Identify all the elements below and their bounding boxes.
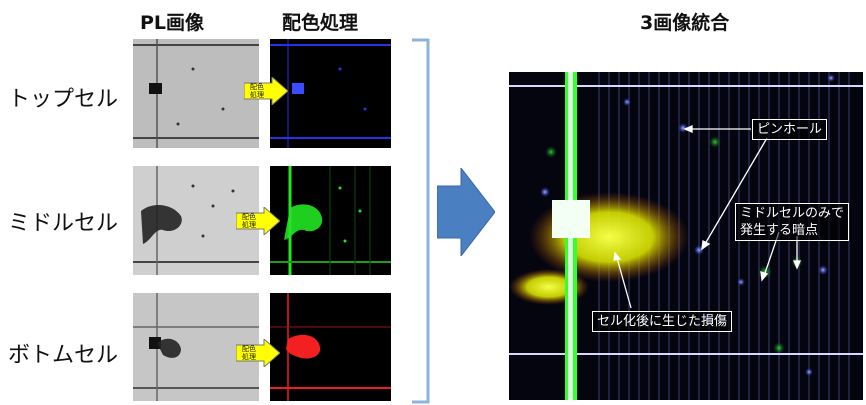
callout-middle-only-dark-spot: ミドルセルのみで 発生する暗点 (735, 203, 850, 241)
callout-middle-only-line2: 発生する暗点 (740, 223, 819, 238)
arrow-label-top: 配色 処理 (250, 83, 264, 99)
pl-image-header: PL画像 (140, 12, 205, 34)
callout-middle-only-line1: ミドルセルのみで (740, 206, 845, 221)
callout-damage: セル化後に生じた損傷 (592, 311, 733, 332)
arrow-label-bottom: 配色 処理 (242, 345, 256, 361)
processed-image-top-cell (270, 39, 391, 148)
row-label-bottom-cell: ボトムセル (8, 343, 119, 368)
combined-header: 3画像統合 (640, 12, 730, 34)
yellow-arrow-icon (236, 339, 280, 367)
grouping-bracket (412, 38, 430, 404)
callout-pinhole: ピンホール (752, 119, 828, 140)
processed-image-middle-cell (270, 166, 391, 275)
combine-arrow-icon (437, 168, 495, 256)
yellow-arrow-icon (236, 207, 280, 235)
row-label-middle-cell: ミドルセル (8, 211, 119, 236)
yellow-arrow-icon (244, 77, 288, 105)
processed-image-bottom-cell (270, 293, 391, 401)
color-processing-header: 配色処理 (282, 12, 359, 34)
row-label-top-cell: トップセル (8, 87, 119, 112)
pl-image-top-cell (133, 39, 259, 148)
arrow-label-middle: 配色 処理 (242, 213, 256, 229)
